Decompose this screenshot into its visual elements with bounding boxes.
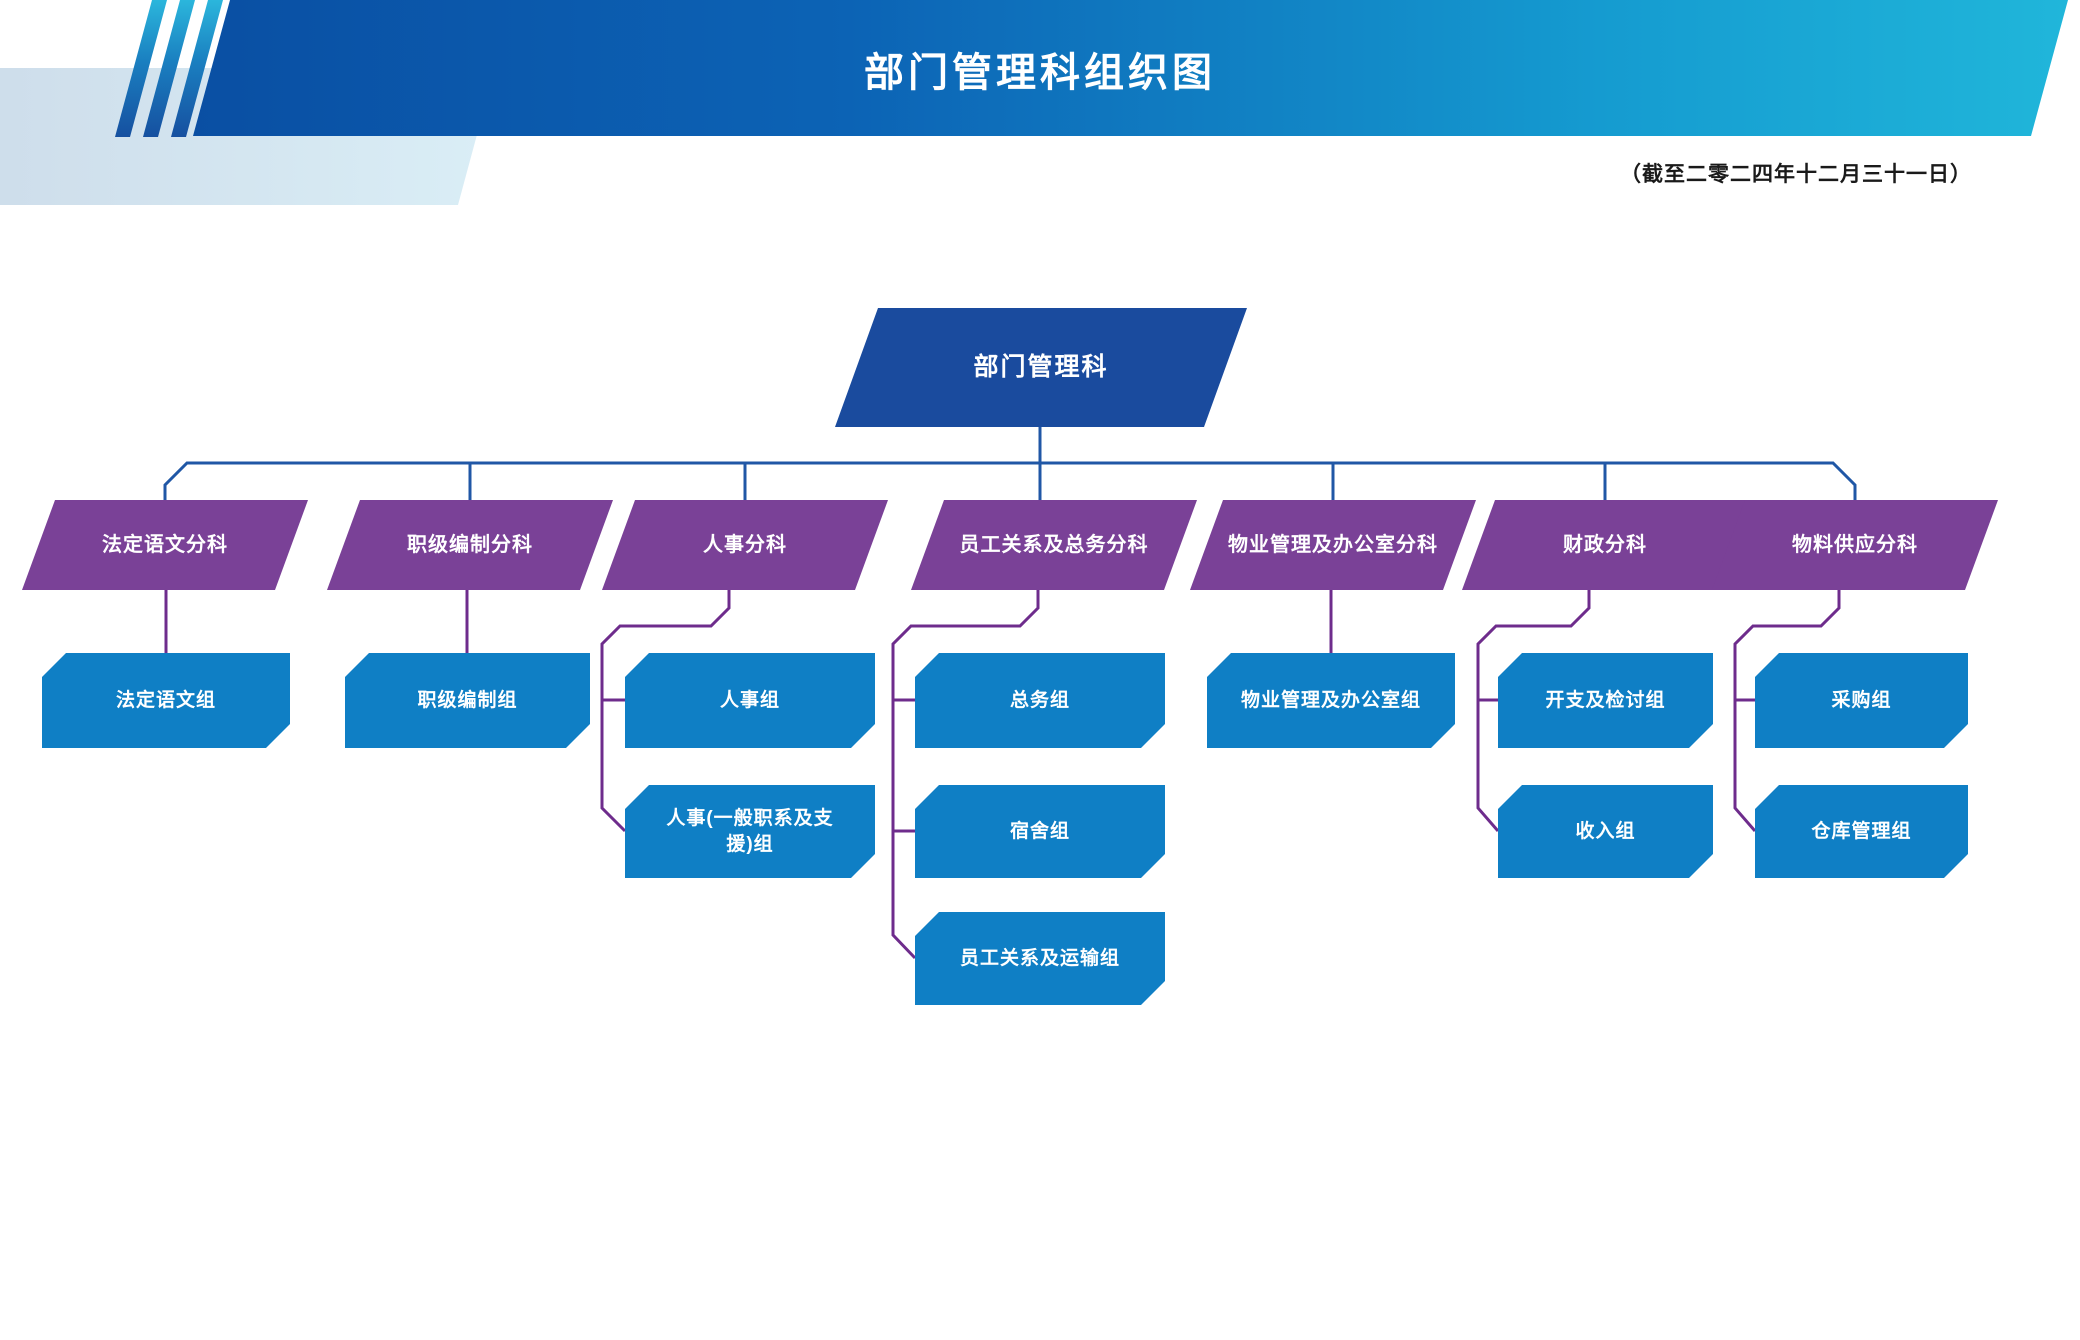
- org-node-root: 部门管理科: [835, 308, 1247, 427]
- org-node-team: 总务组: [915, 653, 1165, 748]
- org-node-branch: 财政分科: [1462, 500, 1748, 590]
- org-node-branch: 物料供应分科: [1712, 500, 1998, 590]
- title-banner: [193, 0, 2068, 136]
- as-of-date-note: （截至二零二四年十二月三十一日）: [1620, 163, 1972, 186]
- org-node-team: 人事组: [625, 653, 875, 748]
- page-title: 部门管理科组织图: [864, 51, 1216, 95]
- org-node-branch: 法定语文分科: [22, 500, 308, 590]
- org-node-team: 物业管理及办公室组: [1207, 653, 1455, 748]
- org-node-branch: 人事分科: [602, 500, 888, 590]
- org-node-branch: 职级编制分科: [327, 500, 613, 590]
- org-node-team: 采购组: [1755, 653, 1968, 748]
- org-node-team-label: 人事(一般职系及支援)组: [666, 807, 834, 855]
- org-node-team: 收入组: [1498, 785, 1713, 878]
- org-node-branch: 物业管理及办公室分科: [1190, 500, 1476, 590]
- org-node-team: 开支及检讨组: [1498, 653, 1713, 748]
- org-node-team: 宿舍组: [915, 785, 1165, 878]
- org-node-team: 职级编制组: [345, 653, 590, 748]
- org-node-team: 员工关系及运输组: [915, 912, 1165, 1005]
- org-node-team: 法定语文组: [42, 653, 290, 748]
- org-node-team: 仓库管理组: [1755, 785, 1968, 878]
- org-node-team: 人事(一般职系及支援)组: [625, 785, 875, 878]
- org-node-branch: 员工关系及总务分科: [911, 500, 1197, 590]
